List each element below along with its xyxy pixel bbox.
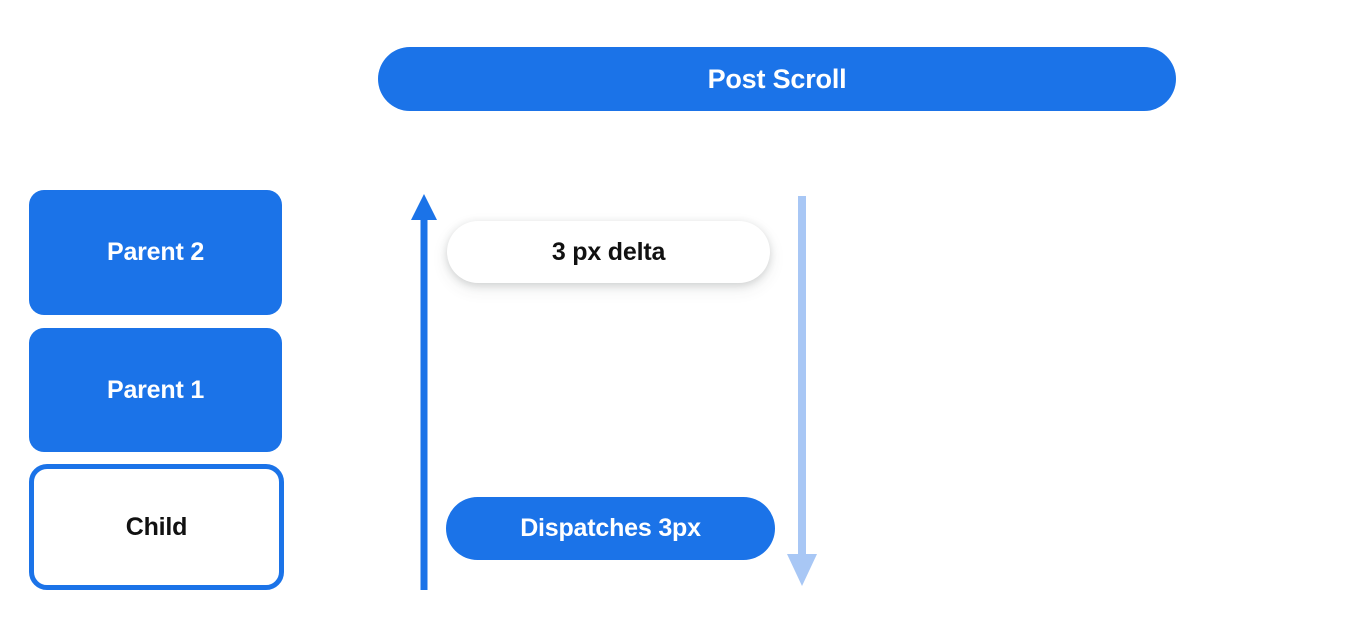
- node-parent-1[interactable]: Parent 1: [29, 328, 282, 452]
- node-parent-2-label: Parent 2: [106, 238, 205, 266]
- dispatch-callout-label: Dispatches 3px: [520, 514, 701, 542]
- post-scroll-banner-label: Post Scroll: [707, 63, 847, 94]
- node-child-label: Child: [125, 512, 188, 541]
- post-scroll-banner: Post Scroll: [378, 47, 1176, 111]
- dispatch-callout: Dispatches 3px: [446, 497, 775, 560]
- node-child[interactable]: Child: [29, 464, 284, 590]
- node-parent-2[interactable]: Parent 2: [29, 190, 282, 315]
- arrow-down-icon: [787, 196, 817, 586]
- delta-callout-label: 3 px delta: [551, 237, 666, 266]
- arrow-up-icon: [411, 194, 437, 590]
- node-parent-1-label: Parent 1: [106, 375, 205, 404]
- delta-callout: 3 px delta: [447, 221, 770, 283]
